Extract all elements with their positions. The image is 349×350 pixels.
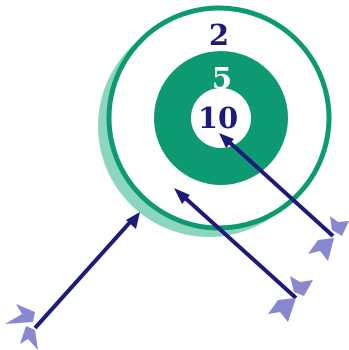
outer-ring-points-label: 2: [209, 18, 229, 52]
arrow-missed-left: [5, 212, 140, 350]
arrow-shaft: [35, 220, 132, 328]
arrow-fletching: [290, 276, 313, 296]
arrow-fletching: [5, 304, 35, 324]
arrow-fletching: [268, 298, 296, 322]
middle-ring-points-label: 5: [212, 61, 232, 95]
arrow-fletching: [330, 216, 349, 236]
arrow-fletching: [308, 238, 334, 261]
arrow-fletching: [20, 326, 38, 350]
bullseye-points-label: 10: [198, 101, 238, 135]
